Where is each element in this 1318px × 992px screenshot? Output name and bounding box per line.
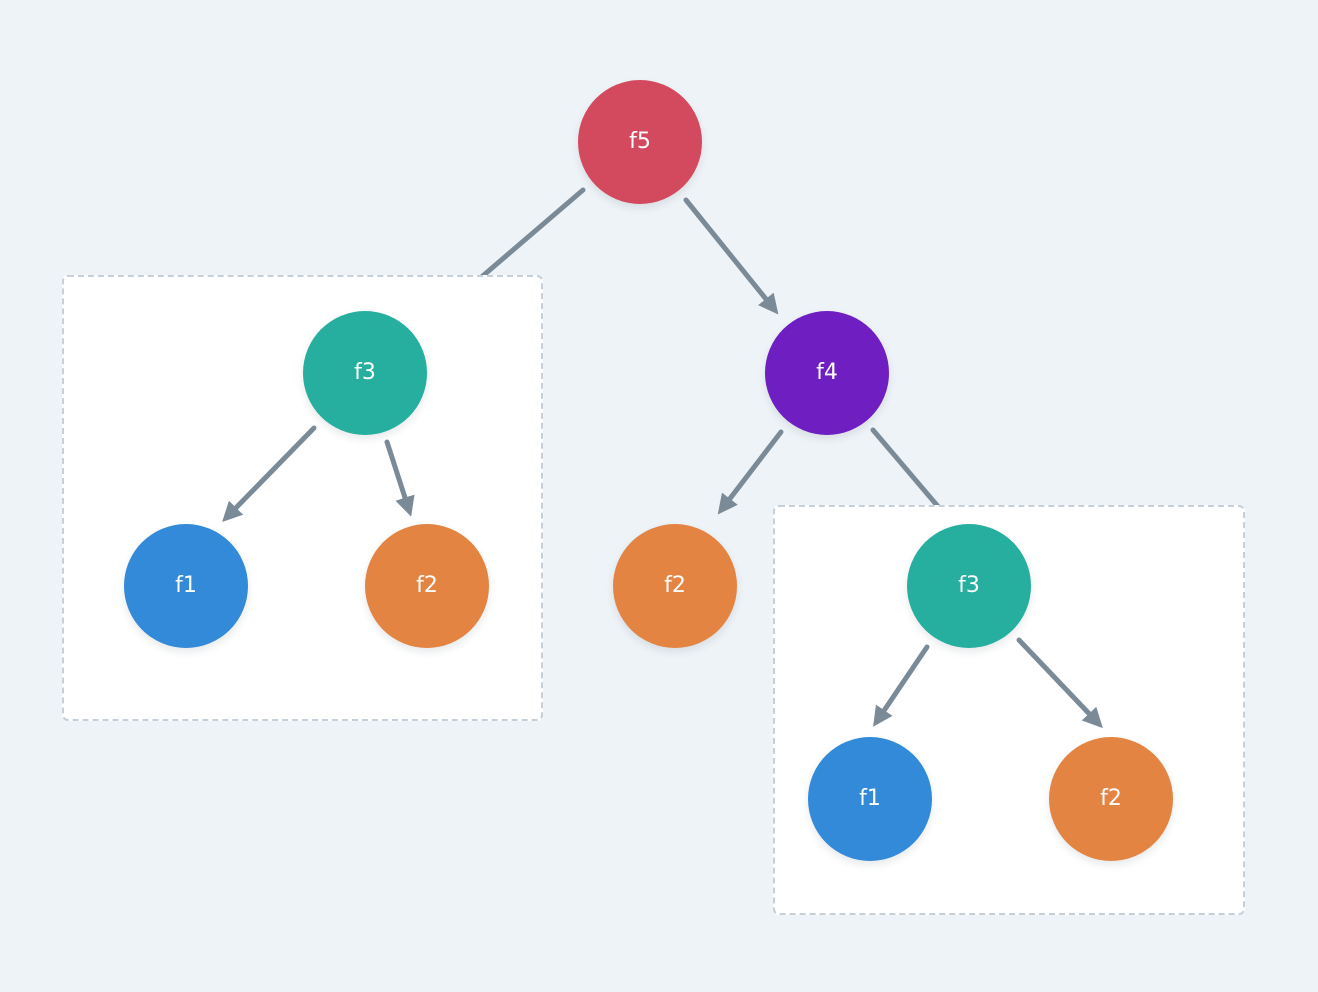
edge-f3-to-f2 — [1016, 637, 1103, 729]
node-label: f2 — [664, 573, 686, 598]
edge-f5-to-f3 — [475, 187, 586, 283]
node-f3: f3 — [303, 311, 427, 435]
edge-f3-to-f1 — [222, 425, 317, 523]
node-f2: f2 — [365, 524, 489, 648]
node-label: f2 — [416, 573, 438, 598]
memo-subtree-box-left — [62, 275, 543, 721]
node-f1: f1 — [124, 524, 248, 648]
node-label: f3 — [958, 573, 980, 598]
node-label: f5 — [629, 129, 651, 154]
node-label: f2 — [1100, 786, 1122, 811]
node-f3: f3 — [907, 524, 1031, 648]
edge-f5-to-f4 — [683, 197, 779, 315]
node-label: f3 — [354, 360, 376, 385]
edge-f4-to-f3 — [870, 427, 944, 513]
node-label: f1 — [859, 786, 881, 811]
node-f5: f5 — [578, 80, 702, 204]
node-label: f1 — [175, 573, 197, 598]
node-f2: f2 — [613, 524, 737, 648]
edge-f3-to-f2 — [384, 439, 415, 517]
edge-f4-to-f2 — [717, 429, 784, 515]
node-f1: f1 — [808, 737, 932, 861]
edge-f3-to-f1 — [873, 644, 930, 727]
node-label: f4 — [816, 360, 838, 385]
node-f4: f4 — [765, 311, 889, 435]
node-f2: f2 — [1049, 737, 1173, 861]
